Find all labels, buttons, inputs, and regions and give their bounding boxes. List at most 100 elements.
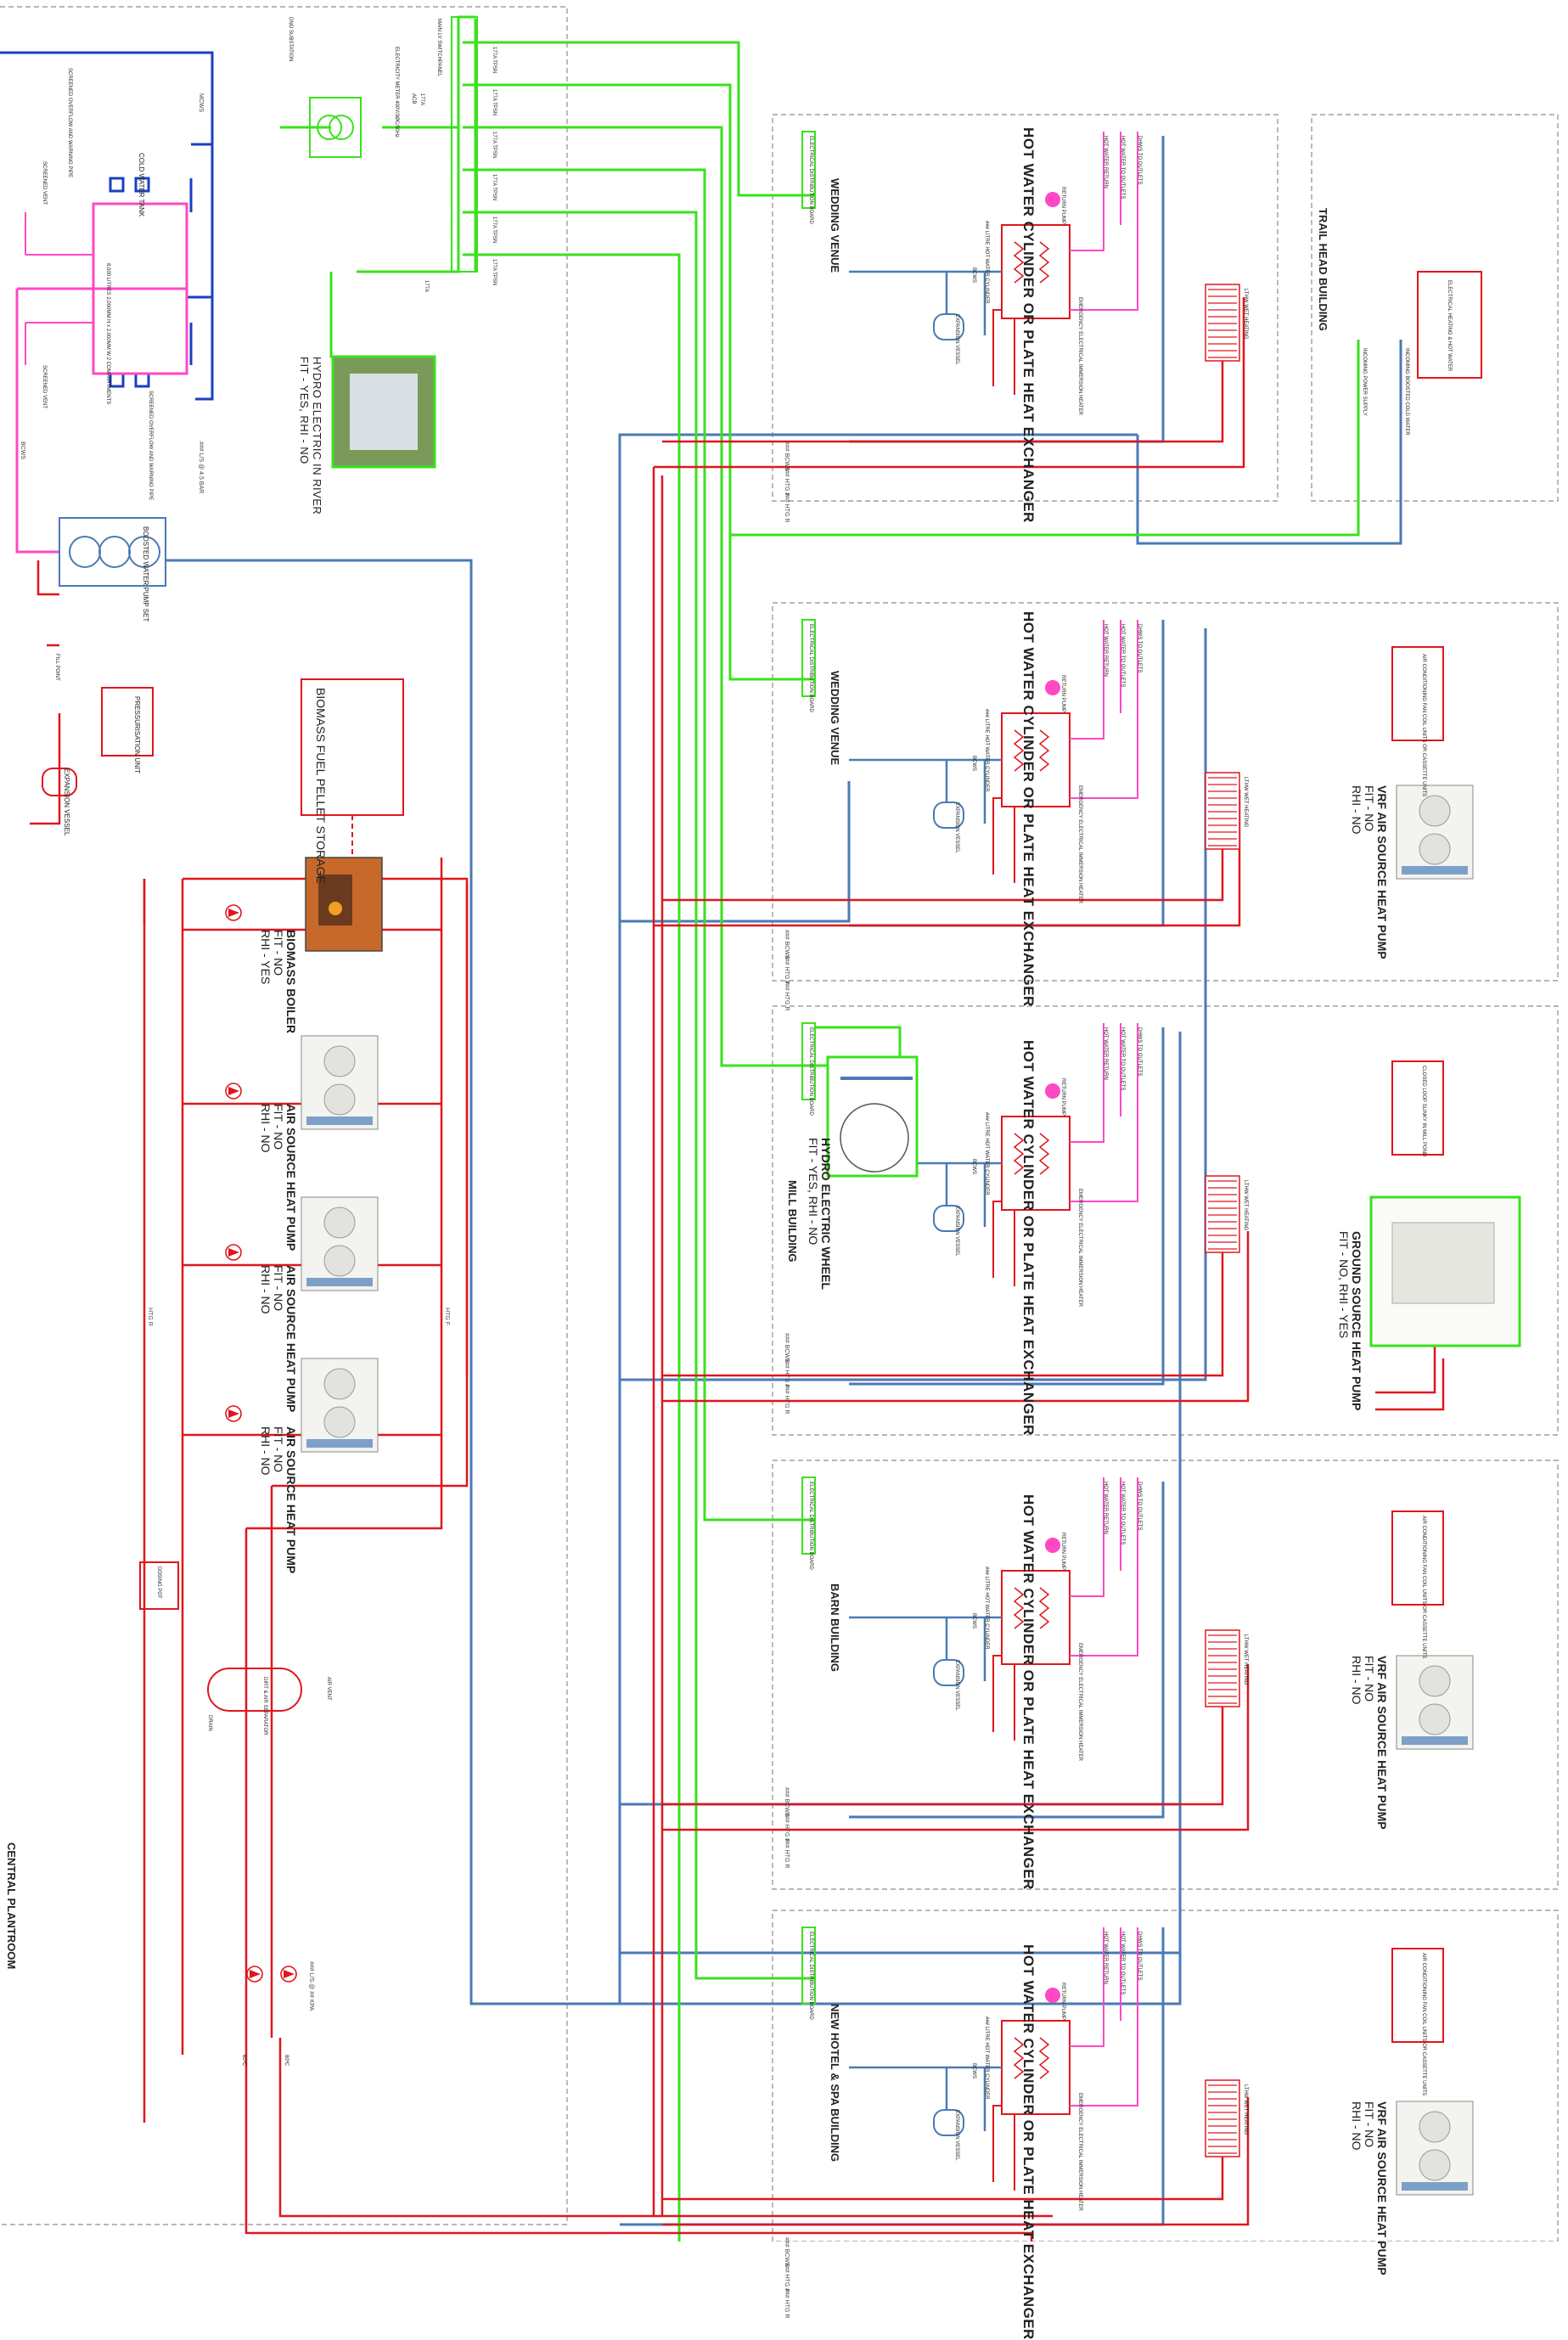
building-5-expansion: EXPANSION VESSEL: [954, 2110, 959, 2161]
building-4-cylinder: ### LITRE HOT WATER CYLINDER: [984, 1567, 989, 1650]
building-1-immersion: EMERGENCY ELECTRICAL IMMERSION HEATER: [1077, 297, 1082, 415]
expansion-vessel-icon: [933, 313, 964, 340]
expansion-label: EXPANSION VESSEL: [63, 768, 70, 836]
coil-icon: [1013, 241, 1050, 284]
building-2-dhws-outlets: DHWS TO OUTLETS: [1137, 624, 1142, 673]
building-4-lthw: LTHW WET HEATING: [1243, 1634, 1248, 1685]
dhw-pipes: [1070, 1477, 1138, 1657]
hydro-wheel-icon: [826, 1055, 919, 1178]
hx-title-4: HOT WATER CYLINDER OR PLATE HEAT EXCHANG…: [1020, 1494, 1037, 1890]
building-3-lthw: LTHW WET HEATING: [1243, 1180, 1248, 1231]
radiator-icon: [1205, 772, 1240, 850]
biomass-storage: [301, 678, 404, 858]
building-3-dhws-outlets: DHWS TO OUTLETS: [1137, 1027, 1142, 1077]
vrf-1-fit: FIT - NO: [1363, 785, 1376, 832]
dirt-separator: [207, 1668, 302, 1712]
screened-vent-1: SCREENED VENT: [42, 161, 47, 205]
bcws-feed: [849, 270, 1002, 335]
building-name-5: NEW HOTEL & SPA BUILDING: [829, 2004, 841, 2163]
bcws-feed: [849, 758, 1002, 824]
vrf-1-rhi: RHI - NO: [1350, 785, 1363, 835]
building-4-plant: [801, 1477, 1240, 1741]
gen-1-name: BIOMASS BOILER: [284, 930, 298, 1034]
heating-connections: [992, 2105, 1015, 2191]
radiator-icon: [1205, 1629, 1240, 1707]
building-4-return-pump: RETURN PUMP: [1060, 1533, 1065, 1571]
building-3-expansion: EXPANSION VESSEL: [954, 1206, 959, 1257]
gen-3-rhi: RHI - NO: [259, 1265, 273, 1314]
expansion-vessel-icon: [933, 1659, 964, 1686]
dosing-pot: [139, 1561, 179, 1610]
gen-2-fit: FIT - NO: [272, 1104, 285, 1150]
feeder-6: 177A TPSN: [492, 259, 497, 286]
pump-icon: [1045, 192, 1060, 207]
building-2-hot-water-outlets: HOT WATER TO OUTLETS: [1120, 624, 1125, 688]
building-1-distribution-board: ELECTRICAL DISTRIBUTION BOARD: [808, 136, 813, 224]
pump-icon: [1045, 680, 1060, 695]
building-5-bcws: BCWS: [971, 2063, 976, 2078]
building-3-return-pump: RETURN PUMP: [1060, 1078, 1065, 1117]
boost-flow-label: ### L/S @ 4.5 BAR: [198, 442, 204, 494]
feeder-1: 177A TPSN: [492, 47, 497, 74]
feeder-2: 177A TPSN: [492, 89, 497, 116]
vrf-2-title: VRF AIR SOURCE HEAT PUMP: [1375, 1656, 1389, 1830]
hx-title-3: HOT WATER CYLINDER OR PLATE HEAT EXCHANG…: [1020, 1040, 1037, 1436]
building-3-immersion: EMERGENCY ELECTRICAL IMMERSION HEATER: [1077, 1189, 1082, 1307]
pump-icon: [1045, 1988, 1060, 2003]
dhw-pipes: [1070, 132, 1138, 311]
building-4-hot-water-return: HOT WATER RETURN: [1103, 1482, 1108, 1534]
ground-source-heat-pump-icon: [1369, 1195, 1521, 1347]
building-4-pipe-htgr: ### HTG R: [784, 1838, 790, 1869]
hx-title-5: HOT WATER CYLINDER OR PLATE HEAT EXCHANG…: [1020, 1944, 1037, 2340]
building-2-lthw: LTHW WET HEATING: [1243, 777, 1248, 828]
cold-water-storage-tank: [15, 202, 188, 554]
vrf-3-fit: FIT - NO: [1363, 2101, 1376, 2148]
building-name-3: MILL BUILDING: [786, 1180, 799, 1263]
trail-head-box-label: ELECTRICAL HEATING & HOT WATER: [1447, 280, 1452, 372]
gen-1-fit: FIT - NO: [272, 930, 285, 976]
building-boundaries: [772, 114, 1559, 2242]
trail-head-power: INCOMING POWER SUPPLY: [1362, 348, 1367, 416]
radiator-icon: [1205, 2079, 1240, 2157]
right-note-2: AIR CONDITIONING FAN COIL UNITS OR CASSE…: [1421, 654, 1426, 797]
building-4-dhws-outlets: DHWS TO OUTLETS: [1137, 1482, 1142, 1531]
gen-4-fit: FIT - NO: [272, 1426, 285, 1473]
building-2-return-pump: RETURN PUMP: [1060, 675, 1065, 713]
trail-head-water: INCOMING BOOSTED COLD WATER: [1404, 348, 1409, 436]
vrf-3-rhi: RHI - NO: [1350, 2101, 1363, 2151]
building-2-plant: [801, 619, 1240, 883]
building-5-cylinder: ### LITRE HOT WATER CYLINDER: [984, 2017, 989, 2100]
building-name-2: WEDDING VENUE: [829, 671, 841, 766]
building-1-cylinder: ### LITRE HOT WATER CYLINDER: [984, 221, 989, 304]
building-5-lthw: LTHW WET HEATING: [1243, 2084, 1248, 2135]
building-5-hot-water-return: HOT WATER RETURN: [1103, 1932, 1108, 1984]
fuse-main-acb: ACB: [411, 93, 416, 104]
coil-icon: [1013, 1133, 1050, 1175]
building-3-pipe-htgr: ### HTG R: [784, 1384, 790, 1415]
booster-label: BOOSTED WATER PUMP SET: [142, 526, 149, 622]
gen-2-rhi: RHI - NO: [259, 1104, 273, 1153]
vrf-unit-icon: [1396, 2101, 1474, 2196]
building-4-distribution-board: ELECTRICAL DISTRIBUTION BOARD: [808, 1482, 813, 1570]
gen-4-name: AIR SOURCE HEAT PUMP: [284, 1426, 298, 1574]
distribution-board: [801, 131, 816, 209]
dosing-label: DOSING POT: [156, 1567, 161, 1599]
mill-hydro-title: HYDRO ELECTRIC WHEEL: [819, 1138, 833, 1290]
mcws-label: MCWS: [198, 93, 204, 113]
pressurisation-label: PRESSURISATION UNIT: [133, 696, 141, 773]
overflow-2: SCREENED OVERFLOW AND WARNING PIPE: [148, 391, 153, 501]
dhw-pipes: [1070, 620, 1138, 799]
right-note-5: AIR CONDITIONING FAN COIL UNITS OR CASSE…: [1421, 1953, 1426, 2096]
building-5-hot-water-outlets: HOT WATER TO OUTLETS: [1120, 1932, 1125, 1995]
right-note-3: CLOSED LOOP SLINKY IN MILL POND: [1421, 1066, 1426, 1157]
gen-3-fit: FIT - NO: [272, 1265, 285, 1312]
building-2-immersion: EMERGENCY ELECTRICAL IMMERSION HEATER: [1077, 785, 1082, 903]
building-2-pipe-htgr: ### HTG R: [784, 981, 790, 1011]
heating-connections: [992, 309, 1015, 395]
expansion-vessel-icon: [933, 802, 964, 829]
building-4-expansion: EXPANSION VESSEL: [954, 1660, 959, 1711]
temp-80: 80ºC: [284, 2055, 289, 2067]
gen-2-name: AIR SOURCE HEAT PUMP: [284, 1104, 298, 1252]
vrf-2-fit: FIT - NO: [1363, 1656, 1376, 1702]
feeder-4: 177A TPSN: [492, 174, 497, 201]
